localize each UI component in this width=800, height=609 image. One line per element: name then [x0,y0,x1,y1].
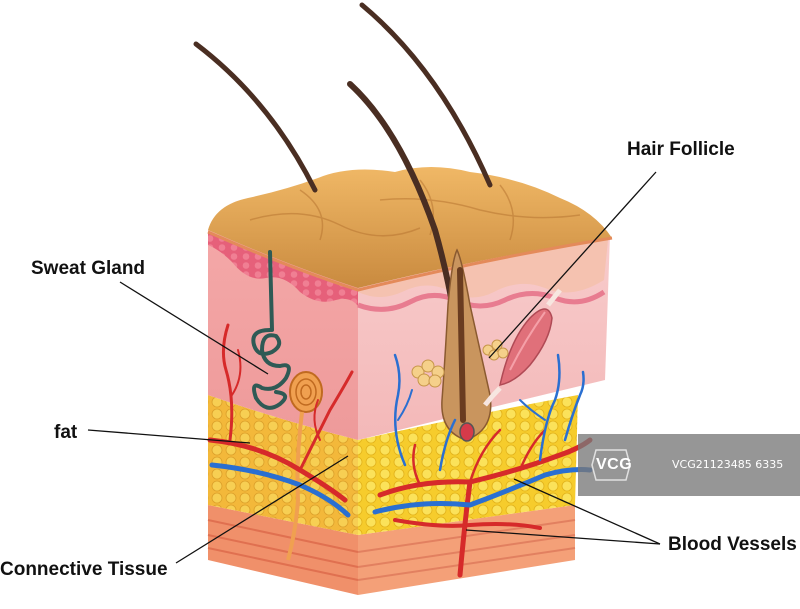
vcg-logo-icon [591,449,631,481]
label-hair-follicle: Hair Follicle [627,139,735,160]
label-blood-vessels: Blood Vessels [668,534,797,555]
leader-lines [87,171,661,564]
hair-follicle [441,248,492,442]
papillary-layer-left [208,232,358,306]
label-connective-tissue: Connective Tissue [0,559,168,580]
fat-layer-right [358,395,578,535]
watermark-brand: VCG [596,456,633,473]
arteries [207,323,593,578]
arrector-pili-muscle [483,288,562,407]
papillary-layer-right [358,240,608,298]
watermark: VCG VCG21123485 6335 [578,434,800,496]
label-fat: fat [54,422,78,443]
veins [209,353,593,518]
epidermis-texture [249,179,581,241]
pacinian-corpuscle [286,371,323,561]
watermark-code: VCG21123485 6335 [672,458,784,471]
sebaceous-glands [411,339,509,388]
label-sweat-gland: Sweat Gland [31,258,146,279]
sweat-gland [251,250,291,410]
